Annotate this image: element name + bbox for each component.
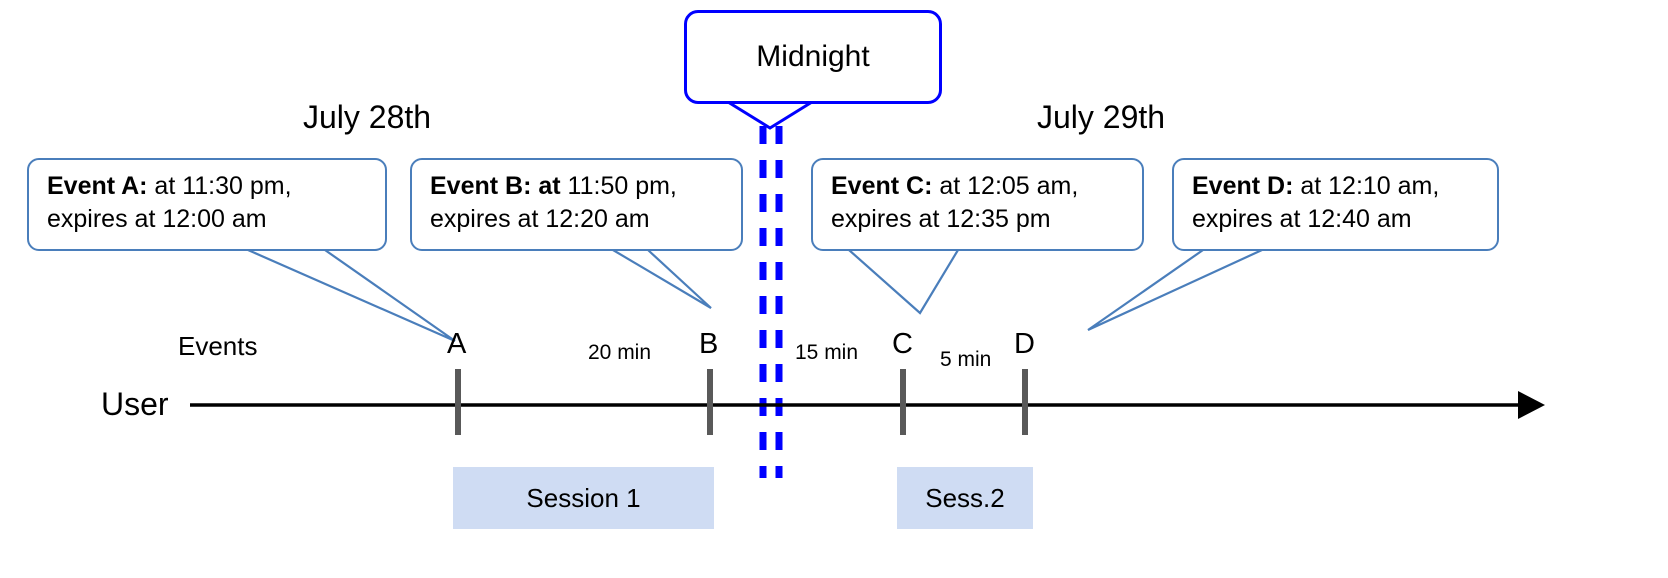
tick-mark-b [707, 369, 713, 435]
user-row-label: User [101, 386, 169, 422]
midnight-callout: Midnight [684, 10, 942, 104]
callout-event-d-bold: Event D: [1192, 172, 1294, 200]
callout-event-c-bold: Event C: [831, 172, 933, 200]
callout-event-a-line1: Event A: at 11:30 pm, [47, 170, 371, 203]
callout-event-d-line2: expires at 12:40 am [1192, 205, 1412, 233]
tick-label-c: C [892, 328, 913, 360]
tick-mark-a [455, 369, 461, 435]
events-row-label: Events [178, 331, 258, 361]
date-label-right: July 29th [1037, 99, 1166, 135]
tick-mark-c [900, 369, 906, 435]
callout-event-c-rest: at 12:05 am, [932, 172, 1079, 200]
callout-event-c: Event C: at 12:05 am, expires at 12:35 p… [811, 158, 1144, 251]
callout-event-a: Event A: at 11:30 pm, expires at 12:00 a… [27, 158, 387, 251]
callout-event-a-bold: Event A: [47, 172, 148, 200]
callout-event-a-line2: expires at 12:00 am [47, 205, 267, 233]
tick-label-b: B [699, 328, 719, 360]
event-d-leader [1087, 249, 1263, 331]
gap-label-ab: 20 min [588, 341, 652, 364]
tick-label-a: A [447, 328, 467, 360]
event-b-leader [612, 249, 712, 309]
callout-event-b: Event B: at 11:50 pm, expires at 12:20 a… [410, 158, 743, 251]
callout-event-b-rest: 11:50 pm, [560, 172, 677, 200]
tick-mark-d [1022, 369, 1028, 435]
midnight-bubble-tail [727, 100, 813, 130]
event-c-leader [848, 249, 959, 315]
midnight-label: Midnight [756, 40, 870, 73]
callout-event-b-line2: expires at 12:20 am [430, 205, 650, 233]
callout-event-b-line1: Event B: at 11:50 pm, [430, 170, 727, 203]
callout-event-d: Event D: at 12:10 am, expires at 12:40 a… [1172, 158, 1499, 251]
callout-event-c-line1: Event C: at 12:05 am, [831, 170, 1128, 203]
callout-event-c-line2: expires at 12:35 pm [831, 205, 1051, 233]
callout-event-d-line1: Event D: at 12:10 am, [1192, 170, 1483, 203]
session-1-label: Session 1 [526, 482, 641, 513]
session-box-2: Sess.2 [897, 467, 1033, 529]
session-2-label: Sess.2 [925, 482, 1005, 513]
gap-label-bc: 15 min [795, 341, 859, 364]
gap-label-cd: 5 min [940, 348, 992, 371]
event-a-leader [247, 248, 456, 343]
tick-label-d: D [1014, 328, 1035, 360]
callout-event-b-bold: Event B: at [430, 172, 561, 200]
session-box-1: Session 1 [453, 467, 714, 529]
timeline-arrow-head [1518, 391, 1545, 419]
date-label-left: July 28th [303, 99, 432, 135]
callout-event-d-rest: at 12:10 am, [1293, 172, 1440, 200]
callout-event-a-rest: at 11:30 pm, [147, 172, 292, 200]
